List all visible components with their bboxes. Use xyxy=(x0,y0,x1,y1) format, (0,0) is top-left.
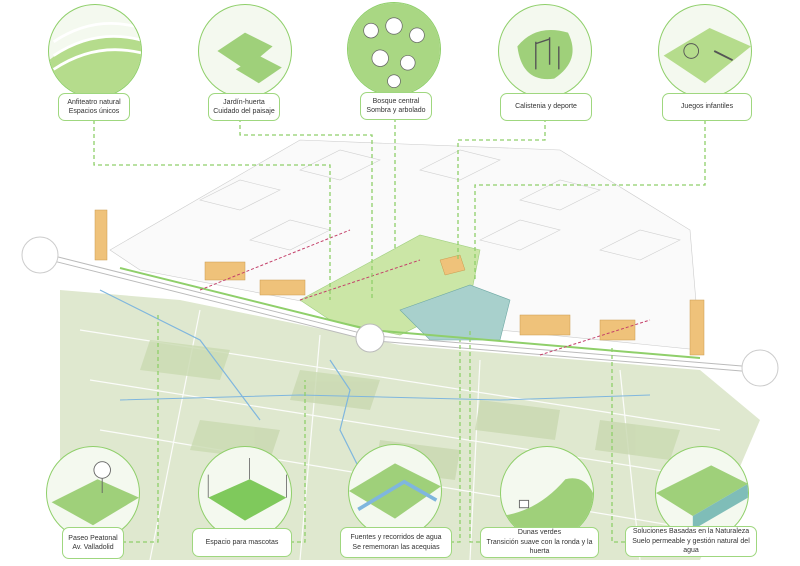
label-title: Calistenia y deporte xyxy=(515,103,577,111)
calisthenics-icon xyxy=(517,29,573,80)
label-subtitle: Transición suave con la ronda y la huert… xyxy=(486,538,593,556)
irrigation-channel xyxy=(119,394,651,401)
label-title: Espacio para mascotas xyxy=(205,538,279,546)
label-subtitle: Av. Valladolid xyxy=(72,544,114,551)
irrigation-channel xyxy=(329,359,361,471)
label-title: Dunas verdes xyxy=(517,529,562,537)
roundabout xyxy=(355,323,385,353)
playground-icon xyxy=(663,28,751,84)
nature-solution-icon xyxy=(656,465,748,530)
calisthenics-vignette xyxy=(498,4,592,98)
roundabout xyxy=(741,349,779,387)
forest-icon xyxy=(348,3,440,95)
label-dog-park: Espacio para mascotas xyxy=(192,528,292,557)
playground-vignette xyxy=(658,4,752,98)
label-title: Jardín-huerta xyxy=(223,98,265,106)
label-title: Anfiteatro natural xyxy=(67,98,121,106)
amphitheater-icon xyxy=(49,22,141,97)
forest-vignette xyxy=(347,2,441,96)
amphitheater-vignette xyxy=(48,4,142,98)
label-subtitle: Cuidado del paisaje xyxy=(213,108,275,115)
label-playground: Juegos infantiles xyxy=(662,93,752,121)
dog-park-vignette xyxy=(198,446,292,540)
dog-park-icon xyxy=(207,458,287,521)
irrigation-channel xyxy=(99,289,261,421)
label-title: Juegos infantiles xyxy=(680,103,734,111)
leader-lines xyxy=(93,118,706,543)
label-calisthenics: Calistenia y deporte xyxy=(500,93,592,121)
label-subtitle: Espacios únicos xyxy=(68,108,120,115)
pedestrian-vignette xyxy=(46,446,140,540)
pedestrian-walk-icon xyxy=(51,461,139,526)
label-title: Paseo Peatonal xyxy=(68,534,118,542)
dunes-vignette xyxy=(500,446,594,540)
water-vignette xyxy=(348,444,442,538)
nbs-vignette xyxy=(655,446,749,540)
label-title: Fuentes y recorridos de agua xyxy=(350,534,442,542)
label-title: Soluciones Basadas en la Naturaleza xyxy=(632,528,750,536)
garden-vignette xyxy=(198,4,292,98)
label-subtitle: Sombra y arbolado xyxy=(366,107,426,114)
green-dune-icon xyxy=(501,478,593,539)
garden-plot-icon xyxy=(217,32,282,84)
label-subtitle: Se rememoran las acequias xyxy=(352,543,440,551)
water-fountain-icon xyxy=(349,463,441,519)
roundabout xyxy=(21,236,59,274)
label-title: Bosque central xyxy=(372,97,420,105)
label-subtitle: Suelo permeable y gestión natural del ag… xyxy=(632,537,750,555)
